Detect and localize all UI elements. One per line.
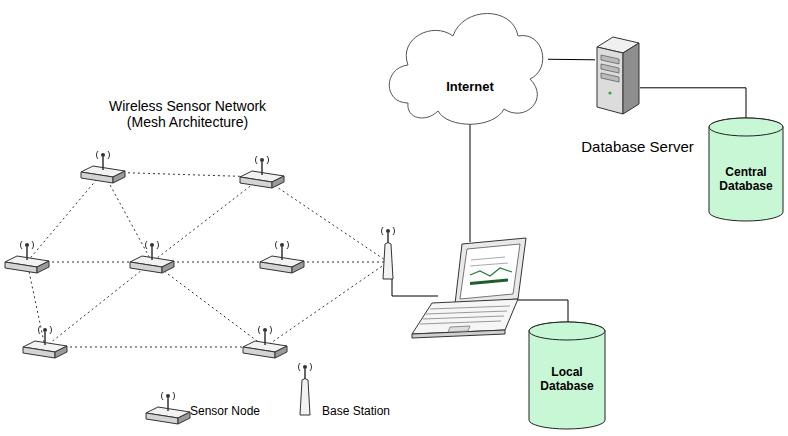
mesh-link xyxy=(45,262,152,347)
internet-cloud: Internet xyxy=(378,3,548,128)
node-label: Local Database xyxy=(528,366,606,394)
connector-line xyxy=(640,88,746,118)
laptop-db-wire xyxy=(514,300,568,322)
laptop xyxy=(412,238,526,338)
legend-label: Base Station xyxy=(322,405,390,419)
legend-label: Sensor Node xyxy=(190,405,260,419)
sensor-node xyxy=(130,241,174,273)
mesh-link xyxy=(27,172,103,262)
node-label: Internet xyxy=(418,80,522,95)
sensor-node xyxy=(243,326,287,358)
mesh-link xyxy=(152,262,265,347)
legend-sensor-sample xyxy=(146,392,190,424)
mesh-link xyxy=(262,177,388,262)
mesh-link xyxy=(265,262,388,347)
mesh-link xyxy=(27,262,45,347)
server-icon xyxy=(595,35,640,115)
mesh-link xyxy=(152,177,262,262)
sensor-node xyxy=(23,326,67,358)
connector-line xyxy=(548,59,595,61)
node-label: Central Database xyxy=(708,166,784,194)
central-database: Central Database xyxy=(708,118,784,222)
sensor-node xyxy=(240,156,284,188)
database-server: Database Server xyxy=(595,35,640,115)
sensor-node xyxy=(5,241,49,273)
sensor-node xyxy=(81,151,125,183)
local-database: Local Database xyxy=(528,322,606,430)
cloud-outline xyxy=(378,3,548,128)
mesh-link xyxy=(103,172,152,262)
diagram-title: Wireless Sensor Network (Mesh Architectu… xyxy=(95,98,280,130)
mesh-link xyxy=(45,347,265,348)
laptop-internet-wire xyxy=(470,124,471,242)
mesh-link xyxy=(103,172,262,177)
base-laptop-wire xyxy=(392,279,438,296)
sensor-node xyxy=(260,241,304,273)
base-station xyxy=(381,227,394,279)
node-label: Database Server xyxy=(555,138,720,155)
legend-base-sample xyxy=(298,363,311,415)
